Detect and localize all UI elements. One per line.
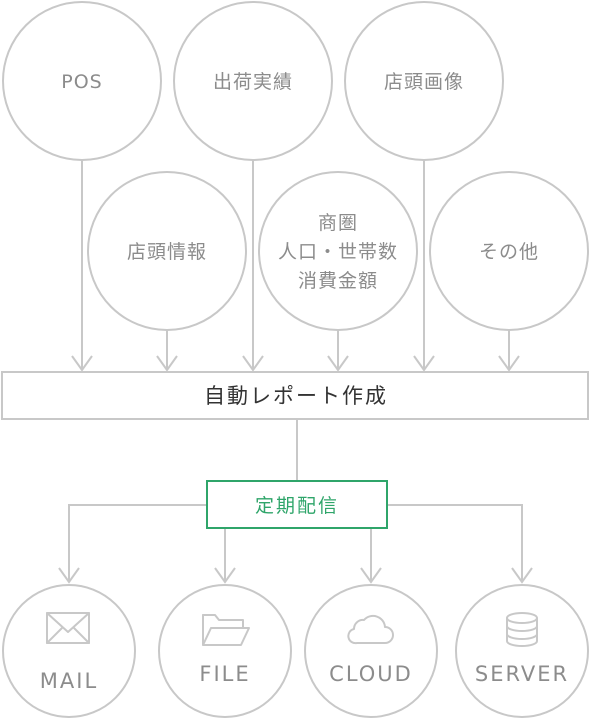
source-node-pos: POS	[2, 1, 162, 161]
connector-trade-area	[327, 330, 349, 372]
auto-report-label: 自動レポート作成	[204, 384, 388, 408]
source-node-store-info: 店頭情報	[87, 171, 247, 331]
output-node-server: SERVER	[455, 584, 589, 718]
source-circle	[2, 1, 162, 161]
output-label: FILE	[199, 662, 250, 686]
connector-store-info	[156, 330, 178, 372]
source-node-shipment: 出荷実績	[173, 1, 333, 161]
source-circle	[344, 1, 504, 161]
source-node-trade-area: 商圏 人口・世帯数 消費金額	[258, 171, 418, 331]
output-connectors	[58, 504, 533, 584]
auto-report-box: 自動レポート作成	[1, 371, 589, 420]
input-connectors	[71, 160, 520, 372]
output-node-mail: MAIL	[2, 584, 136, 718]
output-node-cloud: CLOUD	[304, 584, 438, 718]
output-label: SERVER	[475, 662, 569, 686]
branch-mail	[68, 504, 207, 582]
source-circle	[258, 171, 418, 331]
connector-store-image	[413, 160, 435, 372]
source-circle	[87, 171, 247, 331]
connector-other	[498, 330, 520, 372]
output-label: MAIL	[40, 669, 98, 693]
distribution-label: 定期配信	[255, 495, 339, 517]
cloud-icon	[347, 614, 394, 645]
branch-server	[387, 504, 523, 582]
source-node-store-image: 店頭画像	[344, 1, 504, 161]
connector-shipment	[242, 160, 264, 372]
distribution-box: 定期配信	[206, 480, 388, 529]
source-circle	[429, 171, 589, 331]
output-label: CLOUD	[329, 662, 413, 686]
source-label-line-2: 人口・世帯数	[278, 241, 398, 263]
source-label-line-3: 消費金額	[298, 270, 378, 292]
output-circle	[2, 584, 136, 718]
connector-pos	[71, 160, 93, 372]
source-node-other: その他	[429, 171, 589, 331]
mail-icon	[46, 612, 90, 644]
output-circle	[455, 584, 589, 718]
output-circle	[304, 584, 438, 718]
source-label: POS	[61, 71, 102, 93]
source-label-line-1: 商圏	[318, 212, 358, 234]
database-icon	[506, 612, 538, 647]
folder-icon	[202, 614, 250, 646]
output-circle	[158, 584, 292, 718]
source-label: その他	[479, 241, 539, 263]
output-node-file: FILE	[158, 584, 292, 718]
source-circle	[173, 1, 333, 161]
source-label: 店頭画像	[384, 71, 464, 93]
source-label: 店頭情報	[127, 241, 207, 263]
source-label: 出荷実績	[213, 71, 293, 93]
